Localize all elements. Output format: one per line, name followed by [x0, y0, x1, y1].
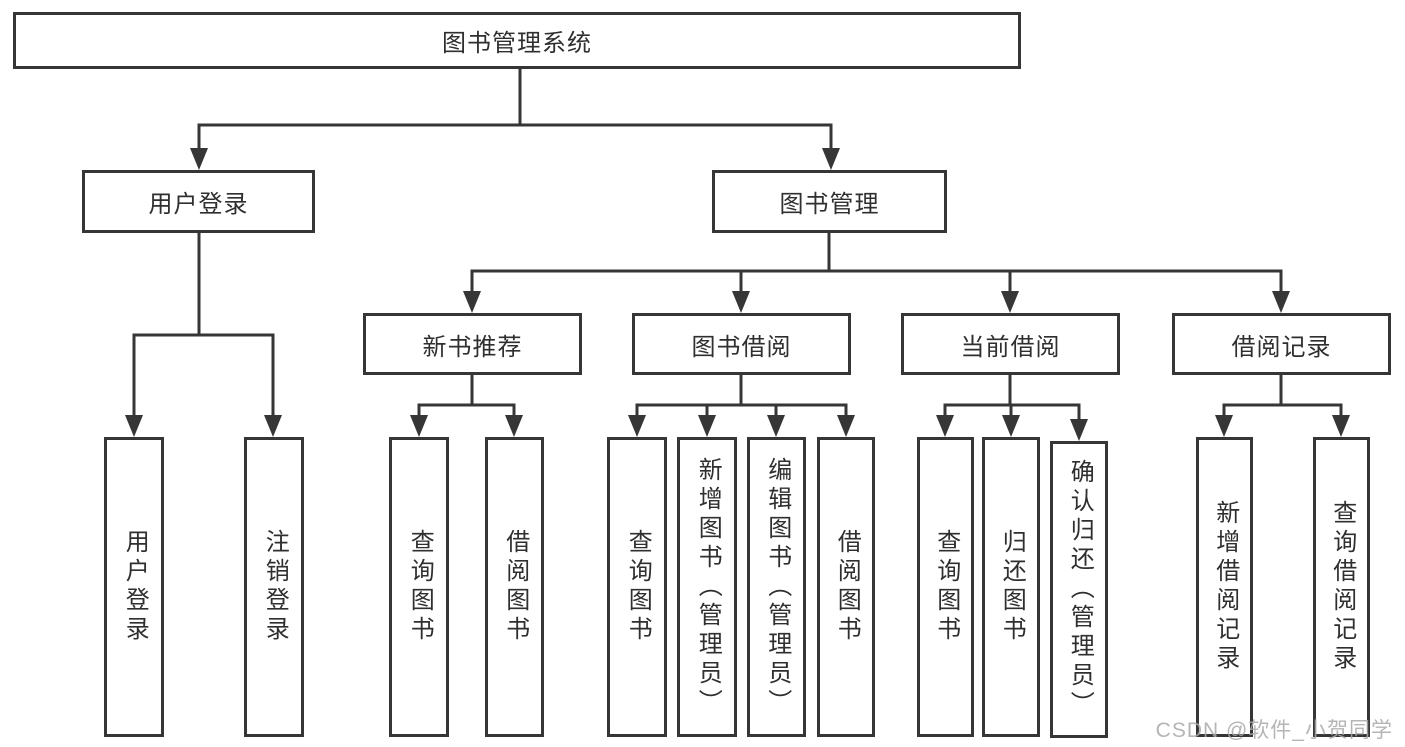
node-label: 图书管理 [779, 191, 880, 218]
leaf-current-return: 归还图书 [982, 437, 1040, 737]
node-label: 查询图书 [932, 529, 960, 645]
node-label: 注销登录 [261, 529, 289, 645]
node-label: 新书推荐 [422, 333, 523, 361]
leaf-logout: 注销登录 [244, 437, 304, 737]
node-label: 查询借阅记录 [1328, 500, 1356, 674]
node-user-login: 用户登录 [82, 170, 315, 233]
node-label: 查询图书 [406, 529, 434, 645]
leaf-bookborrow-edit: 编辑图书（管理员） [747, 437, 806, 737]
node-label: 当前借阅 [960, 333, 1061, 361]
node-current-borrow: 当前借阅 [901, 313, 1120, 375]
node-label: 图书管理系统 [442, 30, 592, 57]
node-new-book-rec: 新书推荐 [363, 313, 582, 375]
watermark: CSDN @软件_小贺同学 [1155, 719, 1393, 742]
connector-book-borrow-to-leaves [628, 374, 855, 437]
leaf-records-query: 查询借阅记录 [1313, 437, 1370, 737]
node-label: 借阅记录 [1231, 333, 1332, 361]
connector-user-login-to-leaves [125, 232, 282, 437]
connector-new-book-to-leaves [410, 374, 523, 437]
leaf-newbook-query: 查询图书 [389, 437, 449, 737]
connector-borrow-records-to-leaves [1215, 374, 1350, 437]
node-label: 确认归还（管理员） [1066, 459, 1094, 720]
connector-current-borrow-to-leaves [936, 374, 1088, 441]
leaf-records-add: 新增借阅记录 [1196, 437, 1253, 737]
node-book-borrow: 图书借阅 [632, 313, 851, 375]
node-label: 查询图书 [624, 529, 652, 645]
node-label: 用户登录 [148, 191, 249, 218]
leaf-current-query: 查询图书 [917, 437, 974, 737]
node-label: 借阅图书 [501, 529, 529, 645]
node-borrow-records: 借阅记录 [1172, 313, 1391, 375]
leaf-bookborrow-borrow: 借阅图书 [817, 437, 875, 737]
node-label: 新增借阅记录 [1211, 500, 1239, 674]
node-label: 新增图书（管理员） [694, 456, 722, 718]
connector-book-mgmt-to-level3 [463, 232, 1290, 313]
node-label: 借阅图书 [833, 529, 861, 645]
leaf-newbook-borrow: 借阅图书 [485, 437, 544, 737]
node-label: 归还图书 [998, 529, 1026, 645]
leaf-bookborrow-query: 查询图书 [607, 437, 667, 737]
leaf-user-login: 用户登录 [104, 437, 164, 737]
leaf-bookborrow-add: 新增图书（管理员） [677, 437, 737, 737]
node-label: 图书借阅 [691, 333, 792, 361]
leaf-current-confirm: 确认归还（管理员） [1050, 441, 1108, 738]
node-book-mgmt: 图书管理 [712, 170, 947, 233]
node-label: 用户登录 [121, 529, 149, 645]
node-label: 编辑图书（管理员） [763, 456, 791, 718]
node-root: 图书管理系统 [13, 12, 1021, 69]
connector-root-to-level2 [190, 67, 840, 170]
